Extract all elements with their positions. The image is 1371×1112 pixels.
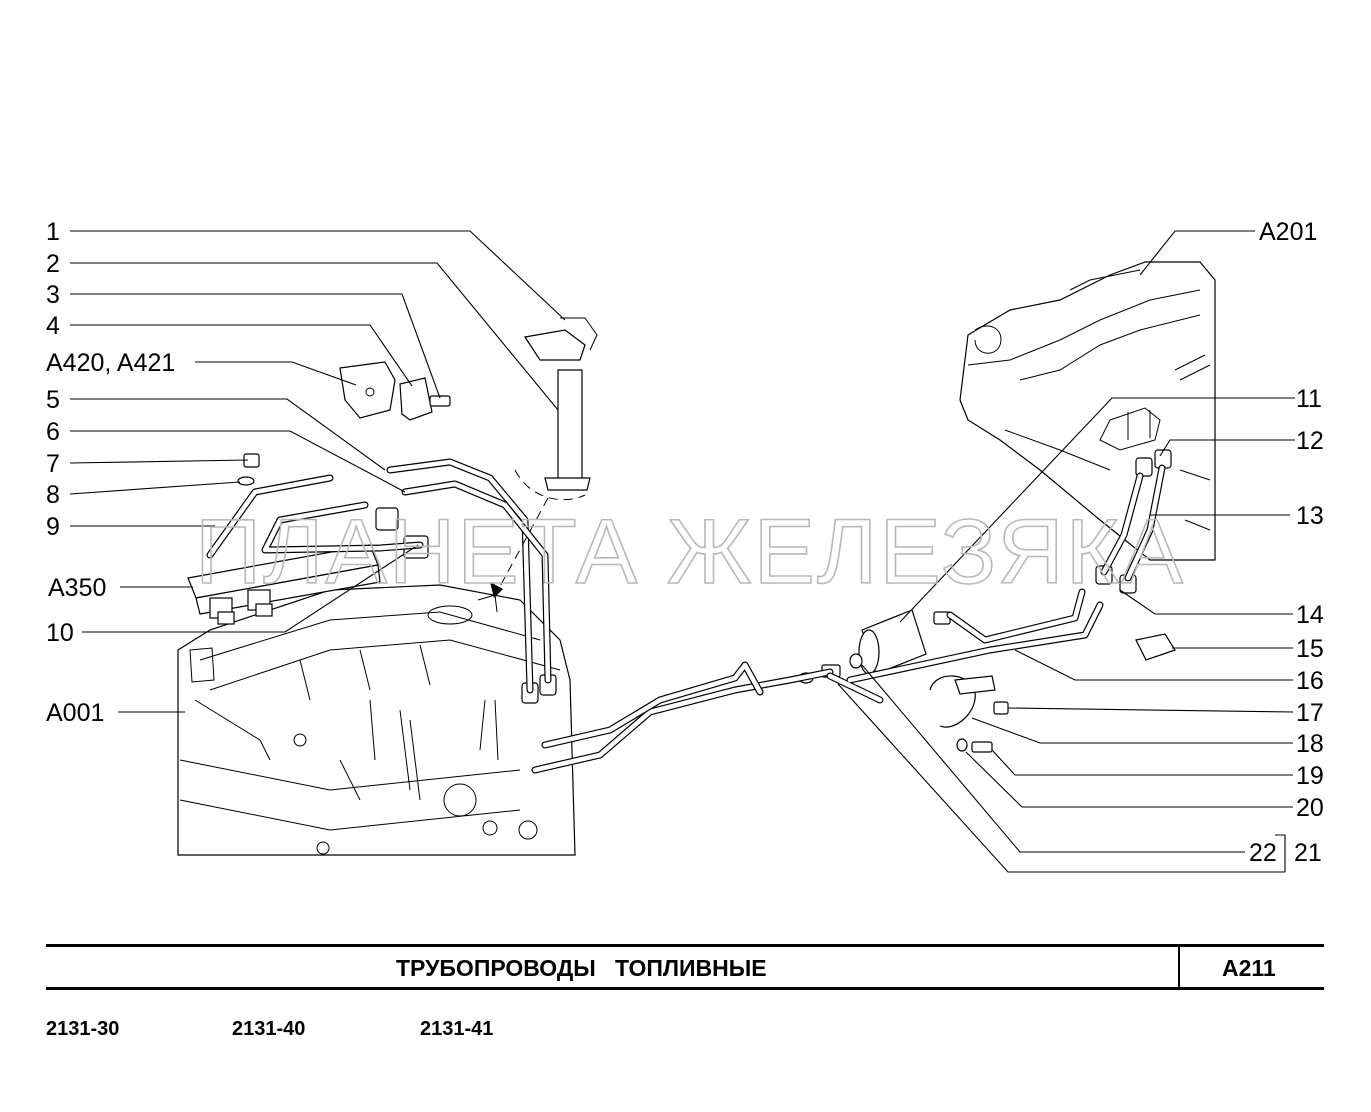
callout-8: 8: [46, 481, 60, 509]
watermark-text: ПЛАНЕТА ЖЕЛЕЗЯКА: [195, 501, 1185, 603]
callout-a420-a421: A420, A421: [46, 349, 175, 377]
callout-17: 17: [1296, 699, 1324, 727]
fuel-rail-drawing: [187, 507, 429, 625]
callout-a201: A201: [1259, 218, 1317, 246]
leader-lines: [69, 230, 1295, 873]
bracket-parts-drawing: [237, 317, 1176, 753]
fuel-tank-drawing: [959, 261, 1216, 561]
callout-4: 4: [46, 312, 60, 340]
diagram-title: ТРУБОПРОВОДЫ ТОПЛИВНЫЕ: [396, 955, 767, 981]
diagram-code: A211: [1222, 955, 1276, 981]
callouts-right: A201 11 12 13 14 15 16 17 18 19 20 22 21: [1249, 218, 1324, 867]
callout-a350: A350: [48, 574, 106, 602]
callout-13: 13: [1296, 502, 1324, 530]
callout-2: 2: [46, 250, 60, 278]
fuel-tubes-drawing: [206, 458, 1166, 774]
callout-3: 3: [46, 281, 60, 309]
callout-1: 1: [46, 218, 60, 246]
title-block-divider: [1178, 944, 1180, 990]
callouts-left: 1 2 3 4 A420, A421 5 6 7 8 9 A350 10 A00…: [46, 218, 175, 727]
callout-22: 22: [1249, 839, 1277, 867]
model-2131-40: 2131-40: [232, 1018, 306, 1040]
title-block-top-rule: [46, 944, 1324, 947]
callout-7: 7: [46, 450, 60, 478]
callout-16: 16: [1296, 667, 1324, 695]
callout-14: 14: [1296, 601, 1324, 629]
callout-10: 10: [46, 619, 74, 647]
model-2131-41: 2131-41: [420, 1018, 494, 1040]
callout-19: 19: [1296, 762, 1324, 790]
callout-6: 6: [46, 418, 60, 446]
title-block-bottom-rule: [46, 987, 1324, 990]
callout-12: 12: [1296, 427, 1324, 455]
callout-18: 18: [1296, 730, 1324, 758]
callout-9: 9: [46, 513, 60, 541]
callout-11: 11: [1296, 385, 1322, 413]
callout-5: 5: [46, 386, 60, 414]
callout-20: 20: [1296, 794, 1324, 822]
engine-drawing: [177, 584, 576, 856]
callout-15: 15: [1296, 635, 1324, 663]
model-2131-30: 2131-30: [46, 1018, 120, 1040]
callout-21: 21: [1294, 839, 1322, 867]
callout-a001: A001: [46, 699, 104, 727]
